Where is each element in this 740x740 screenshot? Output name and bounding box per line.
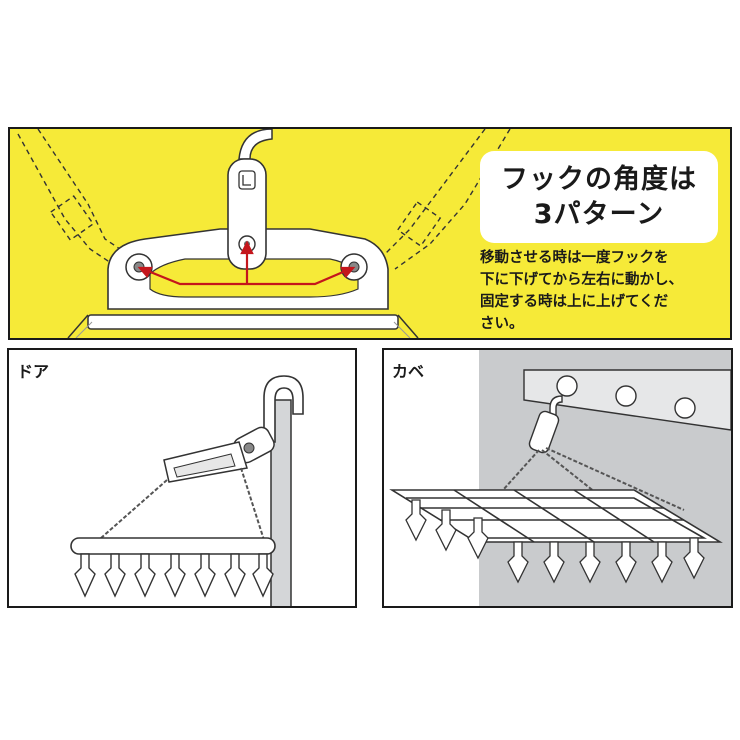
title-line-1: フックの角度は bbox=[501, 164, 697, 195]
wall-usage-panel: カベ bbox=[382, 348, 733, 608]
title-line-2: 3パターン bbox=[533, 199, 665, 230]
hanger-rail bbox=[67, 314, 419, 338]
wall-hook bbox=[528, 395, 563, 454]
door-label: ドア bbox=[17, 362, 50, 381]
instruction-line-1: 移動させる時は一度フックを bbox=[480, 250, 669, 266]
hook-angle-title-box: フックの角度は 3パターン bbox=[480, 151, 718, 243]
instruction-line-3: 固定する時は上に上げてくだ bbox=[480, 294, 669, 310]
wall-hanging-illustration bbox=[389, 350, 731, 606]
instruction-line-2: 下に下げてから左右に動かし、 bbox=[480, 272, 683, 288]
hook-instructions: 移動させる時は一度フックを 下に下げてから左右に動かし、 固定する時は上に上げて… bbox=[480, 247, 728, 335]
instruction-line-4: さい。 bbox=[480, 316, 524, 332]
hanger-chains bbox=[100, 467, 265, 541]
door-hanging-illustration bbox=[70, 375, 304, 606]
clip-rail bbox=[70, 537, 276, 555]
right-tilted-hook-outline bbox=[379, 129, 511, 270]
door bbox=[270, 399, 292, 606]
wall-clothes-pegs bbox=[405, 499, 705, 584]
door-usage-panel: ドア bbox=[7, 348, 357, 608]
hook-mechanism-illustration bbox=[17, 129, 511, 338]
left-tilted-hook-outline bbox=[17, 129, 136, 270]
movement-arrows bbox=[137, 240, 356, 286]
center-hook bbox=[227, 129, 273, 270]
clothes-pegs bbox=[74, 553, 274, 598]
door-hook bbox=[163, 375, 304, 483]
wall-hook-rail bbox=[523, 369, 731, 431]
hook-angle-panel: フックの角度は 3パターン 移動させる時は一度フックを 下に下げてから左右に動か… bbox=[8, 127, 732, 340]
wall-label: カベ bbox=[392, 362, 425, 381]
